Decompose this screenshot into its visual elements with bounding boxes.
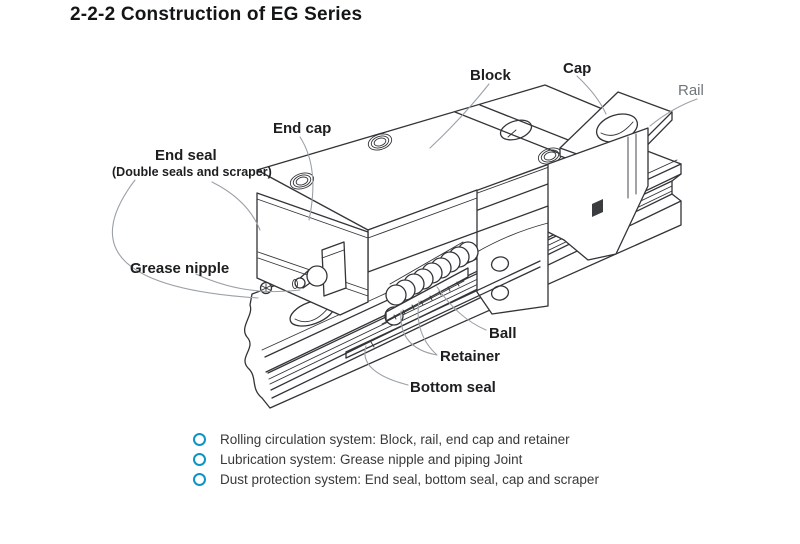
leader-rail — [649, 98, 698, 127]
leader-grease-nipple — [195, 273, 301, 293]
ball-channel-top-edge — [389, 241, 464, 285]
end-cap-rim-line — [256, 198, 369, 239]
block-front-right-face — [547, 127, 649, 261]
leader-block — [429, 83, 490, 149]
retainer-strip — [381, 267, 469, 325]
label-block: Block — [470, 67, 512, 84]
bullet-ring-icon — [193, 472, 206, 486]
leader-cap — [576, 75, 607, 115]
cap-hole-inner — [600, 121, 634, 136]
note-rolling-circulation: Rolling circulation system: Block, rail,… — [193, 429, 599, 449]
nipple-ball — [306, 265, 328, 287]
circulation-hole-1 — [490, 256, 510, 272]
bullet-ring-icon — [193, 452, 206, 466]
note-dust-protection: Dust protection system: End seal, bottom… — [193, 469, 599, 489]
rail-mounting-hole-inner — [294, 306, 330, 323]
note-lubrication: Lubrication system: Grease nipple and pi… — [193, 449, 599, 469]
leader-end-seal — [211, 181, 261, 231]
threaded-hole-1 — [367, 133, 393, 151]
block-drawing — [256, 84, 673, 359]
leader-retainer-2 — [417, 300, 438, 356]
leader-end-seal-scraper — [111, 179, 259, 299]
threaded-hole-2 — [289, 172, 315, 190]
grease-nipple-drawing — [292, 241, 347, 297]
label-end-seal: End seal — [155, 147, 217, 164]
label-retainer: Retainer — [440, 348, 500, 365]
label-grease-nipple: Grease nipple — [130, 260, 229, 277]
label-end-cap: End cap — [273, 120, 331, 137]
note-text: Lubrication system: Grease nipple and pi… — [220, 451, 523, 467]
leader-retainer — [400, 310, 438, 356]
label-bottom-seal: Bottom seal — [410, 379, 496, 396]
label-cap: Cap — [563, 60, 591, 77]
block-center-pin — [507, 129, 517, 138]
cutaway-face-line — [367, 197, 478, 239]
leader-bottom-seal — [364, 345, 409, 386]
label-end-seal-note: (Double seals and scraper) — [112, 165, 272, 179]
leader-ball — [436, 286, 487, 331]
bottom-seal-strip — [345, 260, 541, 359]
nipple-mount — [321, 241, 347, 297]
note-text: Dust protection system: End seal, bottom… — [220, 471, 599, 487]
right-end-slot — [592, 199, 603, 217]
ball-channel-groove — [476, 222, 549, 253]
system-notes-list: Rolling circulation system: Block, rail,… — [193, 429, 599, 489]
label-ball: Ball — [489, 325, 517, 342]
bullet-ring-icon — [193, 432, 206, 446]
leader-end-cap — [299, 136, 314, 221]
block-center-recess — [499, 119, 533, 141]
leader-lines — [111, 75, 698, 386]
part-labels: Block Cap Rail End cap End seal (Double … — [112, 60, 704, 396]
cutaway-cross-section-face — [476, 205, 549, 315]
label-rail: Rail — [678, 82, 704, 99]
note-text: Rolling circulation system: Block, rail,… — [220, 431, 570, 447]
page-title: 2-2-2 Construction of EG Series — [70, 4, 363, 25]
